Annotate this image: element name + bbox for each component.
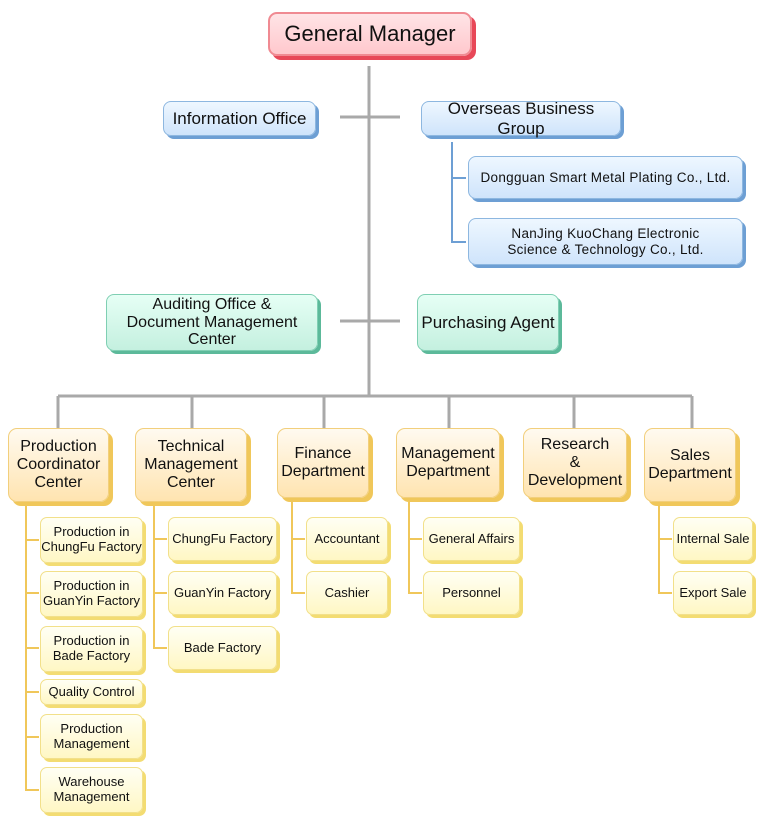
information-office-label: Information Office bbox=[172, 108, 307, 128]
production-chungfu-box[interactable]: Production in ChungFu Factory bbox=[40, 517, 143, 563]
management-department-box[interactable]: Management Department bbox=[396, 428, 500, 498]
accountant-label: Accountant bbox=[314, 530, 380, 546]
personnel-box[interactable]: Personnel bbox=[423, 571, 520, 615]
finance-department-label: Finance Department bbox=[281, 445, 365, 480]
production-guanyin-box[interactable]: Production in GuanYin Factory bbox=[40, 571, 143, 617]
general-affairs-box[interactable]: General Affairs bbox=[423, 517, 520, 561]
finance-connector bbox=[291, 502, 305, 594]
purchasing-agent-box[interactable]: Purchasing Agent bbox=[417, 294, 559, 351]
overseas-business-group-box[interactable]: Overseas Business Group bbox=[421, 99, 621, 138]
production-chungfu-label: Production in ChungFu Factory bbox=[41, 524, 142, 554]
cashier-label: Cashier bbox=[324, 584, 370, 600]
production-bade-label: Production in Bade Factory bbox=[52, 633, 131, 663]
management-department-label: Management Department bbox=[401, 445, 495, 480]
nanjing-box[interactable]: NanJing KuoChang Electronic Science & Te… bbox=[468, 218, 743, 265]
production-connector bbox=[25, 506, 39, 791]
technical-management-label: Technical Management Center bbox=[144, 438, 238, 491]
quality-control-label: Quality Control bbox=[48, 683, 135, 699]
management-connector bbox=[408, 502, 422, 594]
export-sale-label: Export Sale bbox=[679, 584, 747, 600]
guanyin-factory-label: GuanYin Factory bbox=[173, 584, 272, 600]
sales-connector bbox=[658, 506, 672, 594]
auditing-office-label: Auditing Office & Document Management Ce… bbox=[126, 295, 298, 349]
overseas-business-group-label: Overseas Business Group bbox=[447, 99, 595, 138]
technical-connector bbox=[153, 506, 167, 649]
dongguan-box[interactable]: Dongguan Smart Metal Plating Co., Ltd. bbox=[468, 156, 743, 199]
overseas-connector bbox=[451, 142, 466, 243]
sales-department-box[interactable]: Sales Department bbox=[644, 428, 736, 502]
finance-department-box[interactable]: Finance Department bbox=[277, 428, 369, 498]
production-coordinator-label: Production Coordinator Center bbox=[16, 438, 101, 491]
general-manager-box[interactable]: General Manager bbox=[268, 12, 472, 56]
bade-factory-box[interactable]: Bade Factory bbox=[168, 626, 277, 670]
technical-management-box[interactable]: Technical Management Center bbox=[135, 428, 247, 502]
quality-control-box[interactable]: Quality Control bbox=[40, 679, 143, 705]
chungfu-factory-label: ChungFu Factory bbox=[172, 530, 273, 546]
dongguan-label: Dongguan Smart Metal Plating Co., Ltd. bbox=[480, 169, 731, 185]
purchasing-agent-label: Purchasing Agent bbox=[421, 312, 555, 332]
auditing-office-box[interactable]: Auditing Office & Document Management Ce… bbox=[106, 294, 318, 351]
cashier-box[interactable]: Cashier bbox=[306, 571, 388, 615]
accountant-box[interactable]: Accountant bbox=[306, 517, 388, 561]
warehouse-management-box[interactable]: Warehouse Management bbox=[40, 767, 143, 813]
chungfu-factory-box[interactable]: ChungFu Factory bbox=[168, 517, 277, 561]
information-office-box[interactable]: Information Office bbox=[163, 101, 316, 136]
personnel-label: Personnel bbox=[442, 584, 501, 600]
sales-department-label: Sales Department bbox=[648, 447, 732, 482]
production-management-label: Production Management bbox=[53, 720, 130, 751]
export-sale-box[interactable]: Export Sale bbox=[673, 571, 753, 615]
research-development-label: Research & Development bbox=[527, 436, 623, 489]
production-coordinator-box[interactable]: Production Coordinator Center bbox=[8, 428, 109, 502]
bade-factory-label: Bade Factory bbox=[183, 639, 262, 655]
warehouse-management-label: Warehouse Management bbox=[53, 774, 130, 804]
guanyin-factory-box[interactable]: GuanYin Factory bbox=[168, 571, 277, 615]
production-management-box[interactable]: Production Management bbox=[40, 714, 143, 759]
nanjing-label: NanJing KuoChang Electronic Science & Te… bbox=[507, 226, 704, 257]
production-guanyin-label: Production in GuanYin Factory bbox=[42, 578, 141, 608]
research-development-box[interactable]: Research & Development bbox=[523, 428, 627, 498]
production-bade-box[interactable]: Production in Bade Factory bbox=[40, 626, 143, 672]
internal-sale-label: Internal Sale bbox=[676, 530, 750, 546]
general-affairs-label: General Affairs bbox=[428, 530, 515, 546]
internal-sale-box[interactable]: Internal Sale bbox=[673, 517, 753, 561]
general-manager-label: General Manager bbox=[284, 20, 456, 46]
